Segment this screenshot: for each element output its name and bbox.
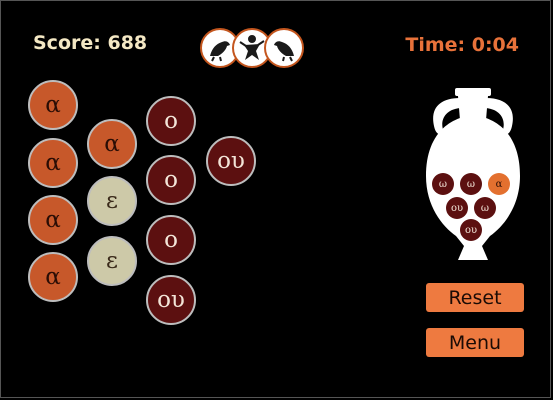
horse-icon [264,28,304,68]
token[interactable]: α [87,119,137,169]
medallion-strip [200,28,304,72]
vase-token: α [488,173,510,195]
vase-token: ω [432,173,454,195]
token[interactable]: α [28,252,78,302]
token[interactable]: ου [206,136,256,186]
menu-button[interactable]: Menu [426,328,524,357]
token[interactable]: α [28,80,78,130]
vase-token: ω [474,197,496,219]
token[interactable]: α [28,138,78,188]
token[interactable]: ο [146,96,196,146]
reset-button[interactable]: Reset [426,283,524,312]
token[interactable]: ο [146,155,196,205]
token[interactable]: ο [146,215,196,265]
timer-display: Time: 0:04 [405,34,519,56]
vase-token: ω [460,173,482,195]
score-display: Score: 688 [33,32,148,54]
token[interactable]: α [28,195,78,245]
amphora: ω ω α ου ω ου [418,86,528,262]
token[interactable]: ε [87,236,137,286]
vase-token: ου [460,219,482,241]
token[interactable]: ου [146,275,196,325]
token[interactable]: ε [87,176,137,226]
vase-token: ου [446,197,468,219]
